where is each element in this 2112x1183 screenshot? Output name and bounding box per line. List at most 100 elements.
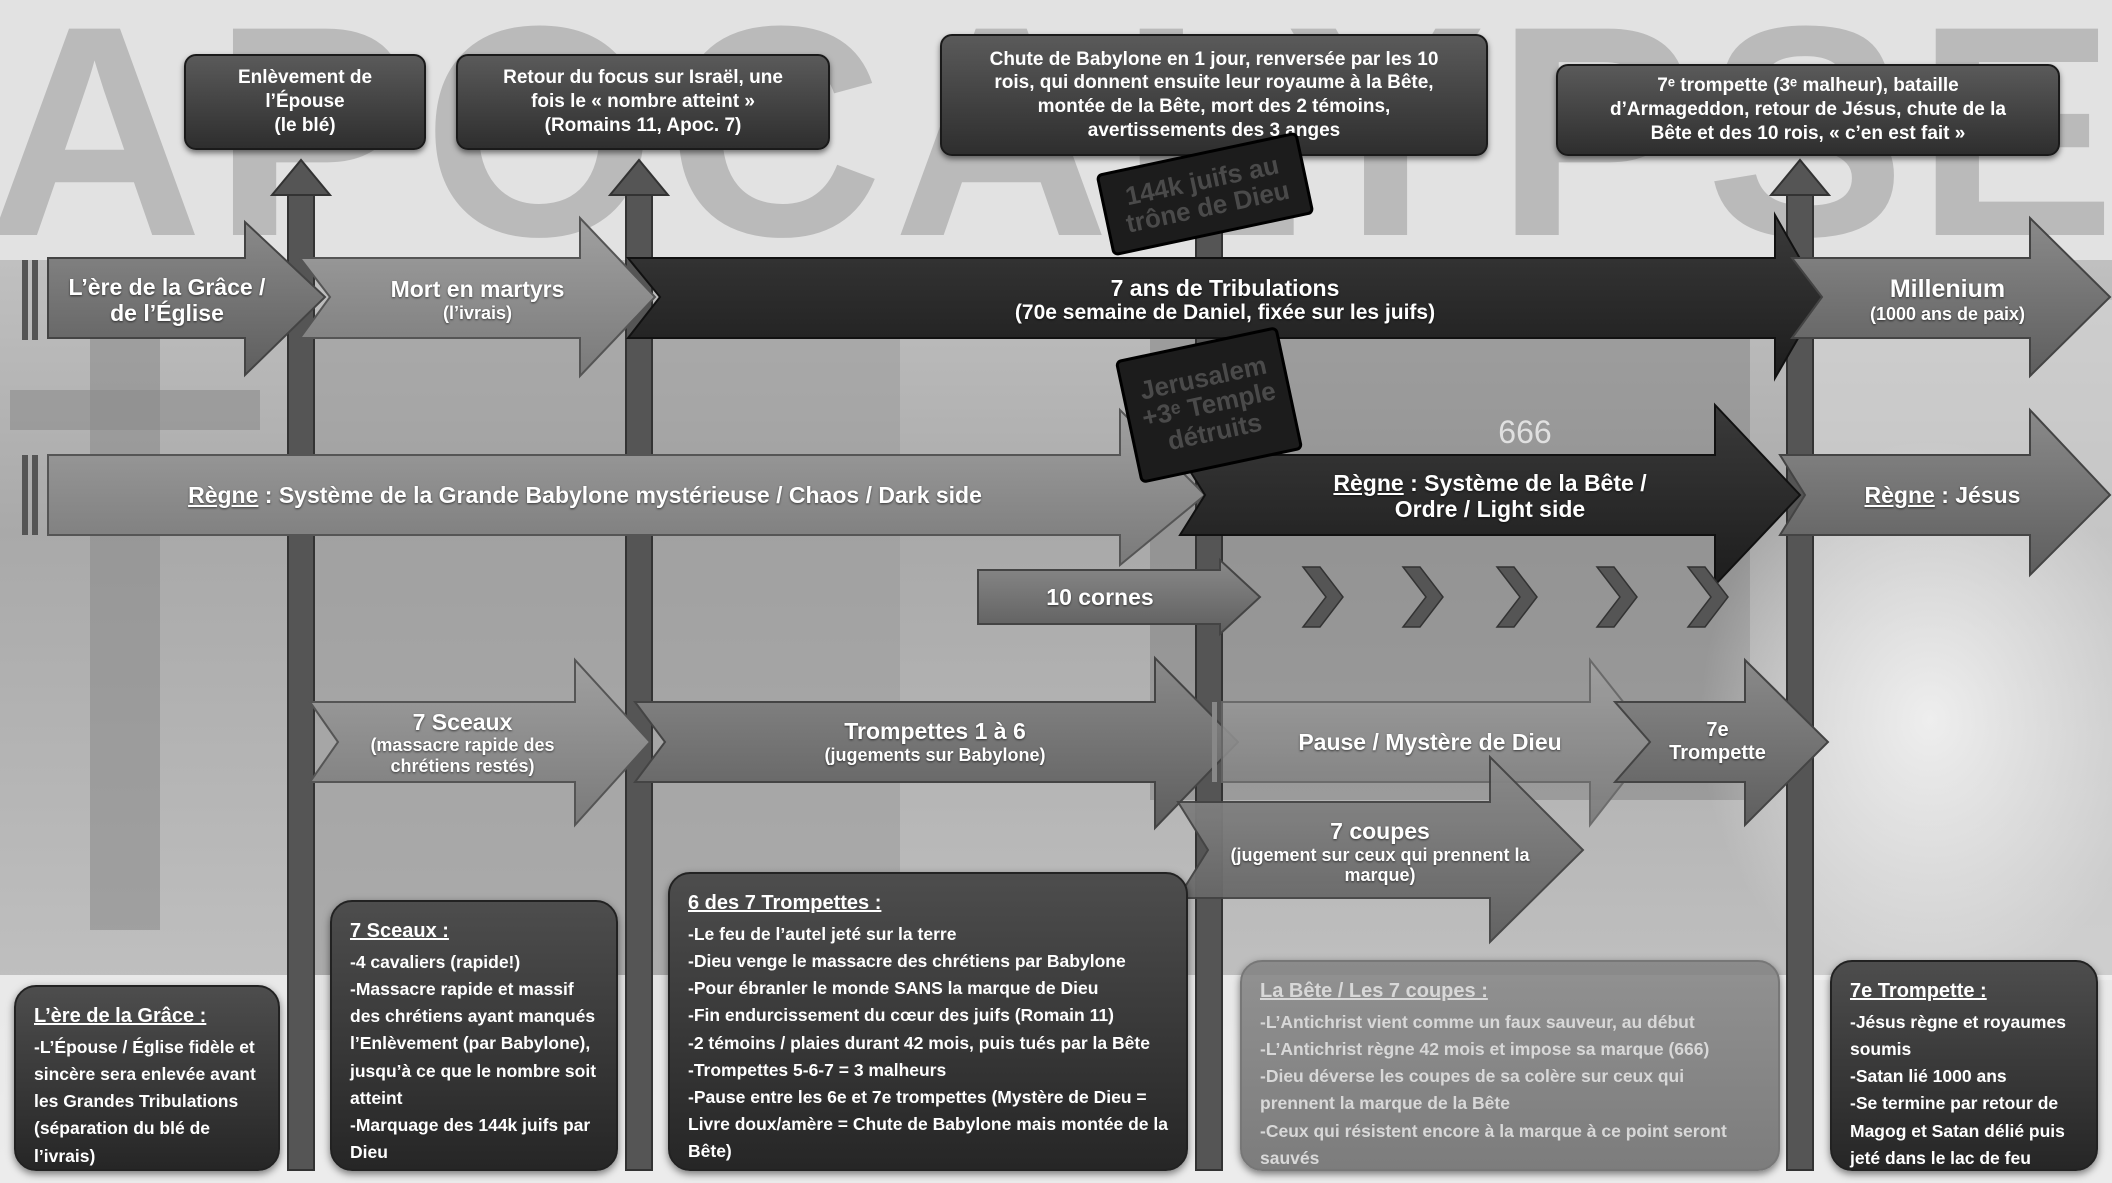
- info-title-seventh-trumpet: 7e Trompette :: [1850, 980, 1987, 1002]
- reign-text-beast-line2: Ordre / Light side: [1394, 496, 1586, 522]
- info-list-grace: -L’Épouse / Église fidèle et sincère ser…: [34, 1034, 262, 1170]
- event-israel-focus-text: Retour du focus sur Israël, une fois le …: [503, 67, 783, 136]
- horns-label: 10 cornes: [980, 577, 1220, 617]
- list-item: -Pause entre les 6e et 7e trompettes (My…: [688, 1086, 1168, 1161]
- event-seventh-trumpet-text: 7ᵉ trompette (3ᵉ malheur), bataille d’Ar…: [1610, 75, 2006, 144]
- cross-beam: [10, 390, 260, 430]
- reign-arrow-babylon: [47, 407, 1207, 568]
- era-subtitle-martyrs: (l’ivrais): [442, 302, 513, 323]
- judgment-subtitle-seals: (massacre rapide des chrétiens restés): [370, 735, 555, 776]
- judgment-label-trumpets: Trompettes 1 à 6 (jugements sur Babylone…: [720, 712, 1150, 772]
- info-list-seventh-trumpet: -Jésus règne et royaumes soumis -Satan l…: [1850, 1009, 2080, 1172]
- list-item: -Dieu venge le massacre des chrétiens pa…: [688, 951, 1126, 972]
- horn-chevron-2: [1401, 566, 1444, 628]
- list-item: -Satan lié 1000 ans: [1850, 1066, 2007, 1087]
- judgment-row: [308, 655, 1830, 945]
- info-list-trumpets: -Le feu de l’autel jeté sur la terre -Di…: [688, 921, 1170, 1165]
- horn-chevron-3: [1495, 566, 1538, 628]
- list-item: -Marquage des 144k juifs par Dieu: [350, 1114, 591, 1162]
- info-box-grace: L’ère de la Grâce : -L’Épouse / Église f…: [14, 985, 280, 1171]
- beast-number: 666: [1498, 414, 1551, 450]
- pause-start-bar: [1212, 702, 1217, 782]
- list-item: -Le feu de l’autel jeté sur la terre: [688, 924, 957, 944]
- info-title-trumpets: 6 des 7 Trompettes :: [688, 892, 882, 914]
- event-rapture-text: Enlèvement de l’Épouse (le blé): [237, 67, 373, 136]
- info-title-grace: L’ère de la Grâce :: [34, 1005, 207, 1027]
- event-babylon-fall: Chute de Babylone en 1 jour, renversée p…: [940, 34, 1488, 156]
- judgment-arrow-trumpets: [633, 655, 1240, 831]
- era-title-martyrs: Mort en martyrs: [390, 276, 565, 303]
- badge-jerusalem-text: Jerusalem +3ᵉ Temple détruits: [1137, 349, 1279, 456]
- reign-arrow-jesus: [1778, 407, 2112, 578]
- horn-chevron-4: [1595, 566, 1638, 628]
- horn-chevron-1: [1301, 566, 1344, 628]
- list-item: -4 cavaliers (rapide!): [350, 952, 521, 972]
- list-item: -Se termine par retour de Magog et Satan…: [1850, 1093, 2065, 1168]
- pillar-arrowhead-israel: [607, 158, 671, 196]
- list-item: -Pour ébranler le monde SANS la marque d…: [688, 978, 1099, 999]
- era-arrow-martyrs: [297, 215, 657, 379]
- pillar-arrowhead-armageddon: [1768, 158, 1832, 196]
- list-item: -Dieu déverse les coupes de sa colère su…: [1260, 1066, 1685, 1114]
- era-arrow-grace: [47, 219, 327, 378]
- era-subtitle-millenium: (1000 ans de paix): [1869, 304, 2026, 325]
- pillar-arrowhead-rapture: [269, 158, 333, 196]
- era-subtitle-tribulation: (70e semaine de Daniel, fixée sur les ju…: [1014, 301, 1436, 325]
- judgment-title-pause: Pause / Mystère de Dieu: [1298, 728, 1562, 755]
- info-box-seventh-trumpet: 7e Trompette : -Jésus règne et royaumes …: [1830, 960, 2098, 1171]
- judgment-title-seals: 7 Sceaux: [412, 708, 513, 735]
- era-arrow-millenium: [1789, 215, 2112, 379]
- event-babylon-fall-text: Chute de Babylone en 1 jour, renversée p…: [989, 48, 1439, 141]
- judgment-title-seventh-trumpet: 7e Trompette: [1669, 719, 1766, 764]
- list-item: -Trompettes 5-6-7 = 3 malheurs: [688, 1059, 947, 1080]
- reign-row-start-bar-2: [32, 455, 38, 535]
- info-box-trumpets: 6 des 7 Trompettes : -Le feu de l’autel …: [668, 872, 1188, 1171]
- timeline-pillars: [269, 149, 1832, 1171]
- reign-row-start-bar: [22, 455, 28, 535]
- list-item: -Jésus règne et royaumes soumis: [1850, 1012, 2066, 1060]
- list-item: -2 témoins / plaies durant 42 mois, puis…: [688, 1032, 1150, 1053]
- horns-row: [977, 557, 1729, 637]
- list-item: -L’Épouse / Église fidèle et sincère ser…: [34, 1037, 256, 1166]
- judgment-arrow-seventh-trumpet: [1612, 657, 1830, 828]
- horns-label-text: 10 cornes: [1046, 583, 1154, 610]
- judgment-arrow-bowls: [1176, 754, 1585, 945]
- era-title-grace: L’ère de la Grâce / de l’Église: [68, 273, 266, 326]
- era-row: [22, 211, 2112, 382]
- event-seventh-trumpet: 7ᵉ trompette (3ᵉ malheur), bataille d’Ar…: [1556, 64, 2060, 156]
- reign-label-babylon: Règne : Système de la Grande Babylone my…: [60, 475, 1110, 515]
- reign-row: [22, 402, 2112, 588]
- judgment-title-bowls: 7 coupes: [1330, 818, 1430, 845]
- reign-label-beast: Règne : Système de la Bête / Ordre / Lig…: [1240, 466, 1740, 526]
- era-label-grace: L’ère de la Grâce / de l’Église: [52, 270, 282, 330]
- era-title-millenium: Millenium: [1889, 275, 2006, 304]
- info-list-beast: -L’Antichrist vient comme un faux sauveu…: [1260, 1009, 1762, 1172]
- judgment-label-seals: 7 Sceaux (massacre rapide des chrétiens …: [345, 705, 580, 780]
- era-label-martyrs: Mort en martyrs (l’ivrais): [340, 270, 615, 330]
- era-title-tribulation: 7 ans de Tribulations: [1110, 274, 1340, 301]
- reign-prefix-jesus: Règne: [1864, 481, 1935, 508]
- info-title-beast: La Bête / Les 7 coupes :: [1260, 980, 1488, 1002]
- info-box-seals: 7 Sceaux : -4 cavaliers (rapide!) -Massa…: [330, 900, 618, 1171]
- judgment-label-seventh-trumpet: 7e Trompette: [1655, 712, 1780, 772]
- horn-chevron-5: [1686, 566, 1729, 628]
- info-box-beast: La Bête / Les 7 coupes : -L’Antichrist v…: [1240, 960, 1780, 1171]
- reign-text-babylon: : Système de la Grande Babylone mystérie…: [258, 481, 982, 508]
- list-item: -L’Antichrist règne 42 mois et impose sa…: [1260, 1039, 1710, 1060]
- judgment-label-pause: Pause / Mystère de Dieu: [1240, 722, 1620, 762]
- event-rapture: Enlèvement de l’Épouse (le blé): [184, 54, 426, 150]
- list-item: -Fin endurcissement du cœur des juifs (R…: [688, 1005, 1114, 1026]
- judgment-title-trumpets: Trompettes 1 à 6: [844, 718, 1026, 745]
- era-row-start-bar-2: [32, 260, 38, 340]
- judgment-subtitle-trumpets: (jugements sur Babylone): [824, 744, 1046, 765]
- list-item: -Ceux qui résistent encore à la marque à…: [1260, 1120, 1727, 1168]
- judgment-arrow-seals: [308, 657, 652, 828]
- list-item: -L’Antichrist vient comme un faux sauveu…: [1260, 1012, 1695, 1032]
- info-list-seals: -4 cavaliers (rapide!) -Massacre rapide …: [350, 949, 600, 1166]
- reign-label-jesus: Règne : Jésus: [1830, 475, 2055, 515]
- info-title-seals: 7 Sceaux :: [350, 920, 449, 942]
- era-arrow-tribulation: [625, 211, 1824, 382]
